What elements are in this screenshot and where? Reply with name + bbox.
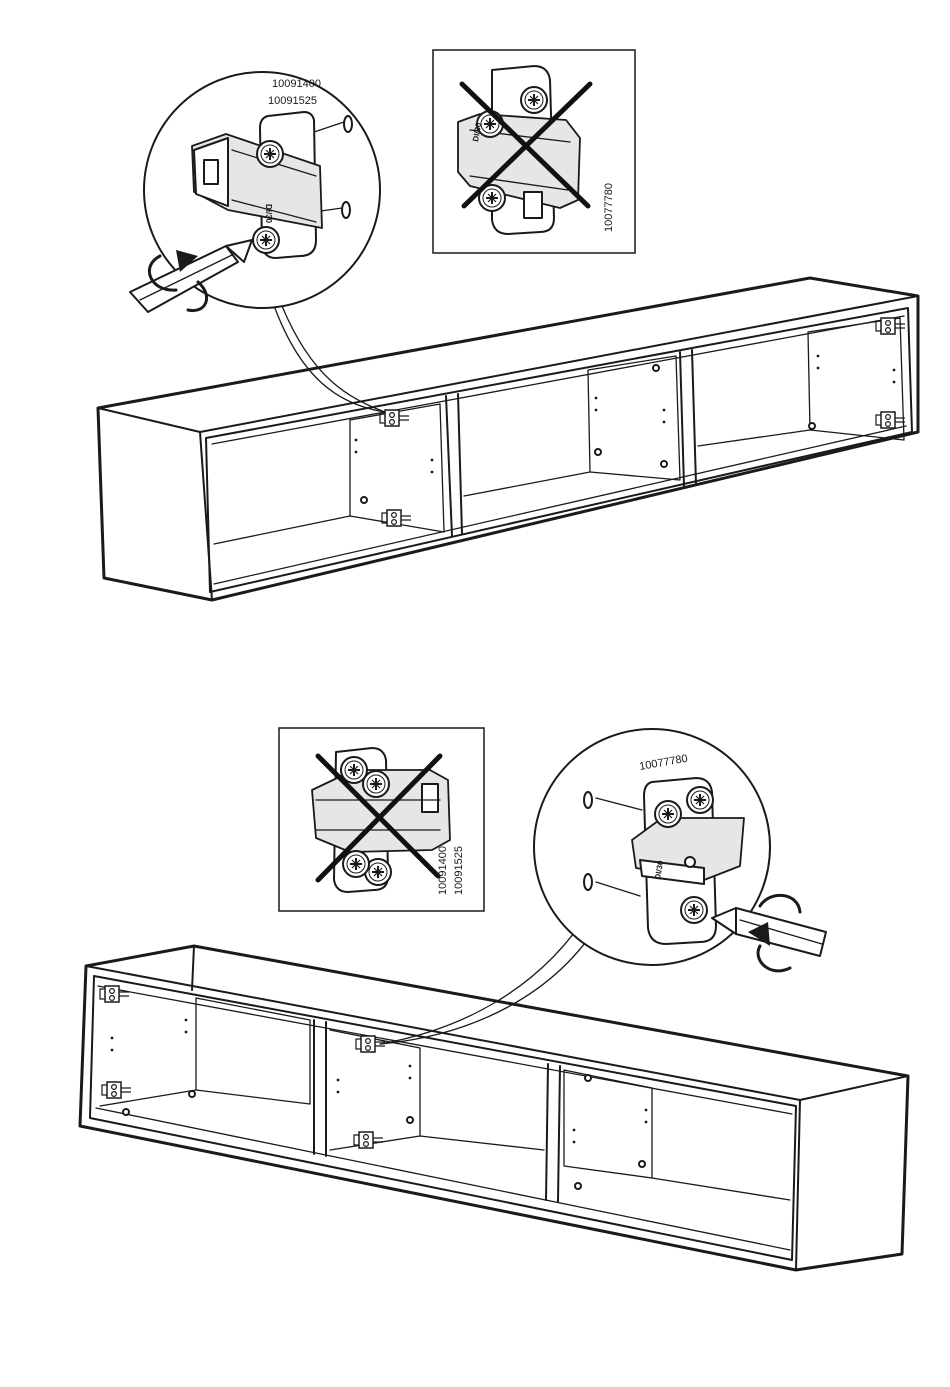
top-magnifier-leader — [272, 300, 385, 412]
top-magnifier-callout: 10091400 10091525 DI/30 — [130, 72, 380, 312]
top-incorrect-part-panel: DI/30 10077780 — [433, 50, 635, 253]
cabinet-hinge-plate-icon — [380, 410, 409, 426]
cabinet-hinge-plate-icon — [382, 510, 411, 526]
plate-screw-upper-icon — [687, 787, 713, 813]
panel-hole — [344, 116, 352, 132]
panel-hole — [584, 792, 592, 808]
plate-screw-lower-icon — [253, 227, 279, 253]
top-callout-part-number-1: 10091400 — [272, 78, 321, 90]
bottom-incorrect-part-number-2: 10091525 — [453, 846, 465, 895]
top-callout-part-number-2: 10091525 — [268, 95, 317, 107]
bottom-cabinet — [80, 946, 908, 1270]
top-cabinet — [98, 278, 918, 600]
cabinet-hinge-plate-icon — [100, 986, 129, 1002]
top-step: 10091400 10091525 DI/30 — [98, 50, 918, 600]
plate-marking: DI/30 — [264, 204, 273, 224]
plate-screw-middle-icon — [655, 801, 681, 827]
bottom-cabinet-holes — [111, 1019, 648, 1189]
cabinet-hinge-plate-icon — [876, 412, 905, 428]
plate-screw-upper-icon — [257, 141, 283, 167]
plate-screw-lower-icon — [681, 897, 707, 923]
bottom-step: 10091400 10091525 10077780 DI/30 — [80, 728, 908, 1270]
cabinet-hinge-plate-icon — [354, 1132, 383, 1148]
panel-hole — [584, 874, 592, 890]
bottom-incorrect-part-panel: 10091400 10091525 — [279, 728, 484, 911]
top-cabinet-holes — [355, 355, 896, 503]
bottom-magnifier-callout: 10077780 DI/30 — [534, 729, 826, 971]
cabinet-hinge-plate-icon — [102, 1082, 131, 1098]
bottom-magnifier-leader — [380, 910, 590, 1044]
panel-hole — [342, 202, 350, 218]
top-incorrect-part-number: 10077780 — [603, 183, 615, 232]
bottom-incorrect-part-number-1: 10091400 — [437, 846, 449, 895]
